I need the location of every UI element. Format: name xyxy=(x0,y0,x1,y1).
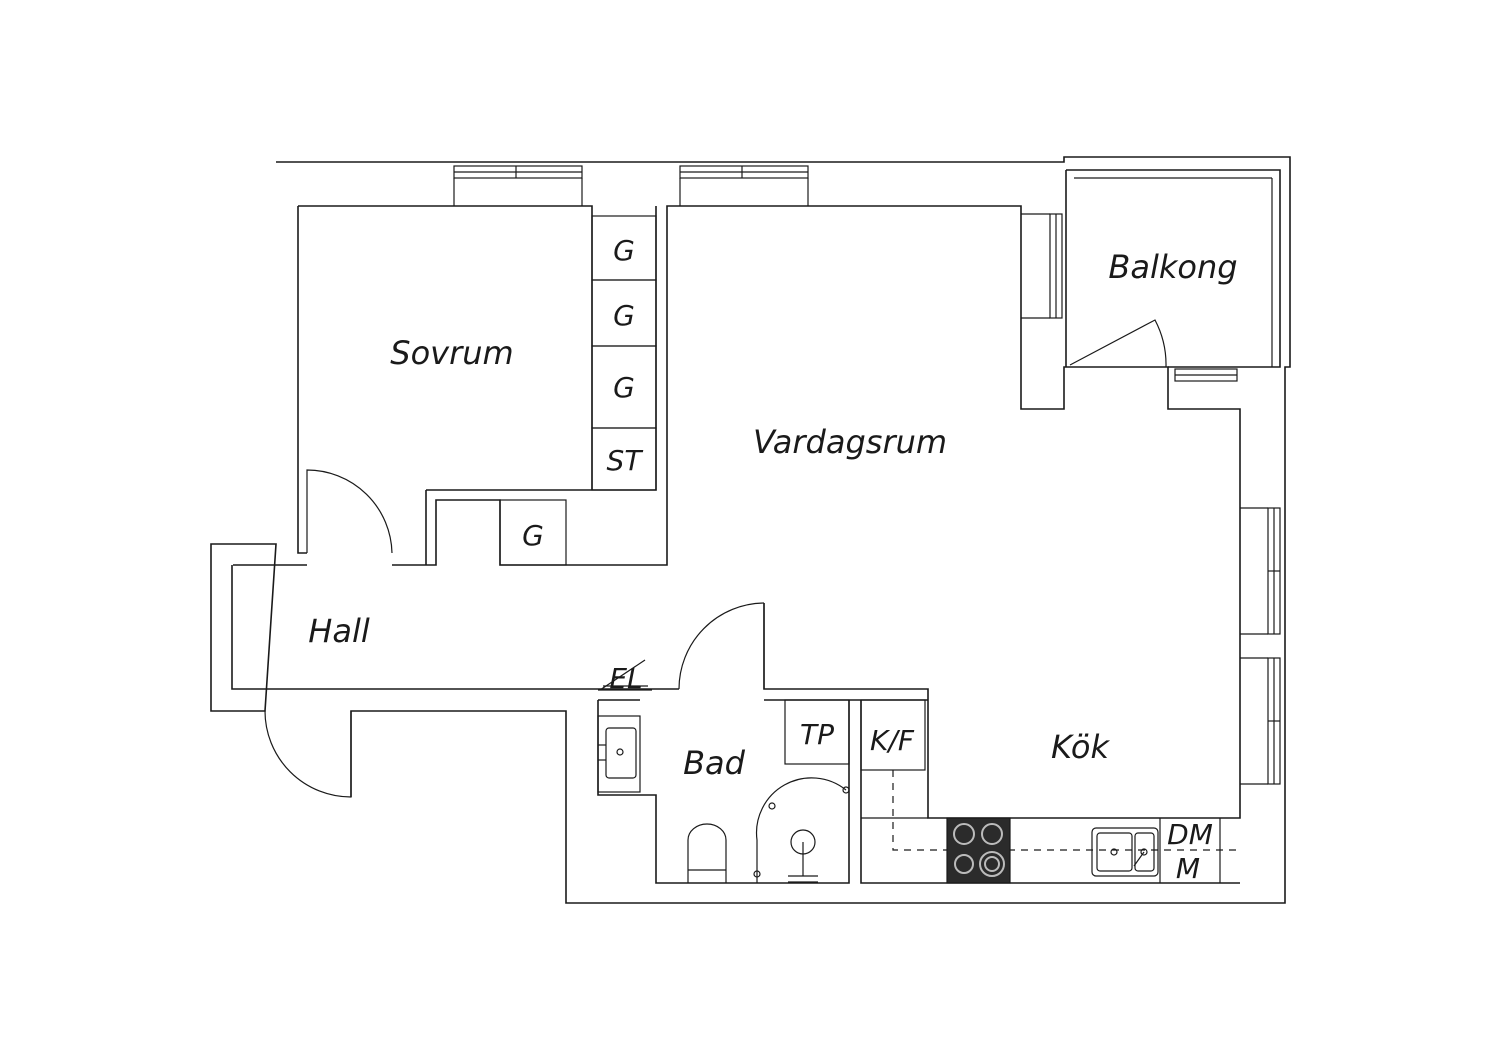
wardrobe-label-g4: G xyxy=(522,519,544,552)
hall-wall xyxy=(231,564,679,690)
electric-panel-label: EL xyxy=(609,662,642,695)
fridge-freezer-label: K/F xyxy=(870,724,915,757)
inner-wall-face xyxy=(297,205,1241,819)
balkong-inner-rail xyxy=(1074,177,1273,367)
room-label-hall: Hall xyxy=(308,612,370,650)
wardrobe-label-g2: G xyxy=(613,299,635,332)
room-label-balkong: Balkong xyxy=(1108,248,1237,286)
windows xyxy=(453,165,1281,785)
room-label-kok: Kök xyxy=(1051,728,1110,766)
balkong-outline xyxy=(1065,169,1281,368)
wardrobe-label-g3: G xyxy=(613,371,635,404)
sovrum-bottom-wall xyxy=(298,205,657,565)
room-label-bad: Bad xyxy=(683,744,746,782)
el-panel xyxy=(598,659,652,691)
wardrobes xyxy=(499,215,926,771)
outer-wall xyxy=(210,156,1291,904)
kitchen-fixtures xyxy=(861,770,1240,884)
bad-walls xyxy=(597,699,1240,884)
dishwasher-label: DM xyxy=(1167,818,1213,851)
room-label-sovrum: Sovrum xyxy=(390,334,513,372)
tp-label: TP xyxy=(800,718,834,751)
storage-label-st: ST xyxy=(607,444,644,477)
doors xyxy=(264,319,1167,798)
wardrobe-label-g1: G xyxy=(613,234,635,267)
bathroom-fixtures xyxy=(597,715,850,883)
room-label-vardagsrum: Vardagsrum xyxy=(753,423,947,461)
microwave-label: M xyxy=(1176,852,1200,885)
